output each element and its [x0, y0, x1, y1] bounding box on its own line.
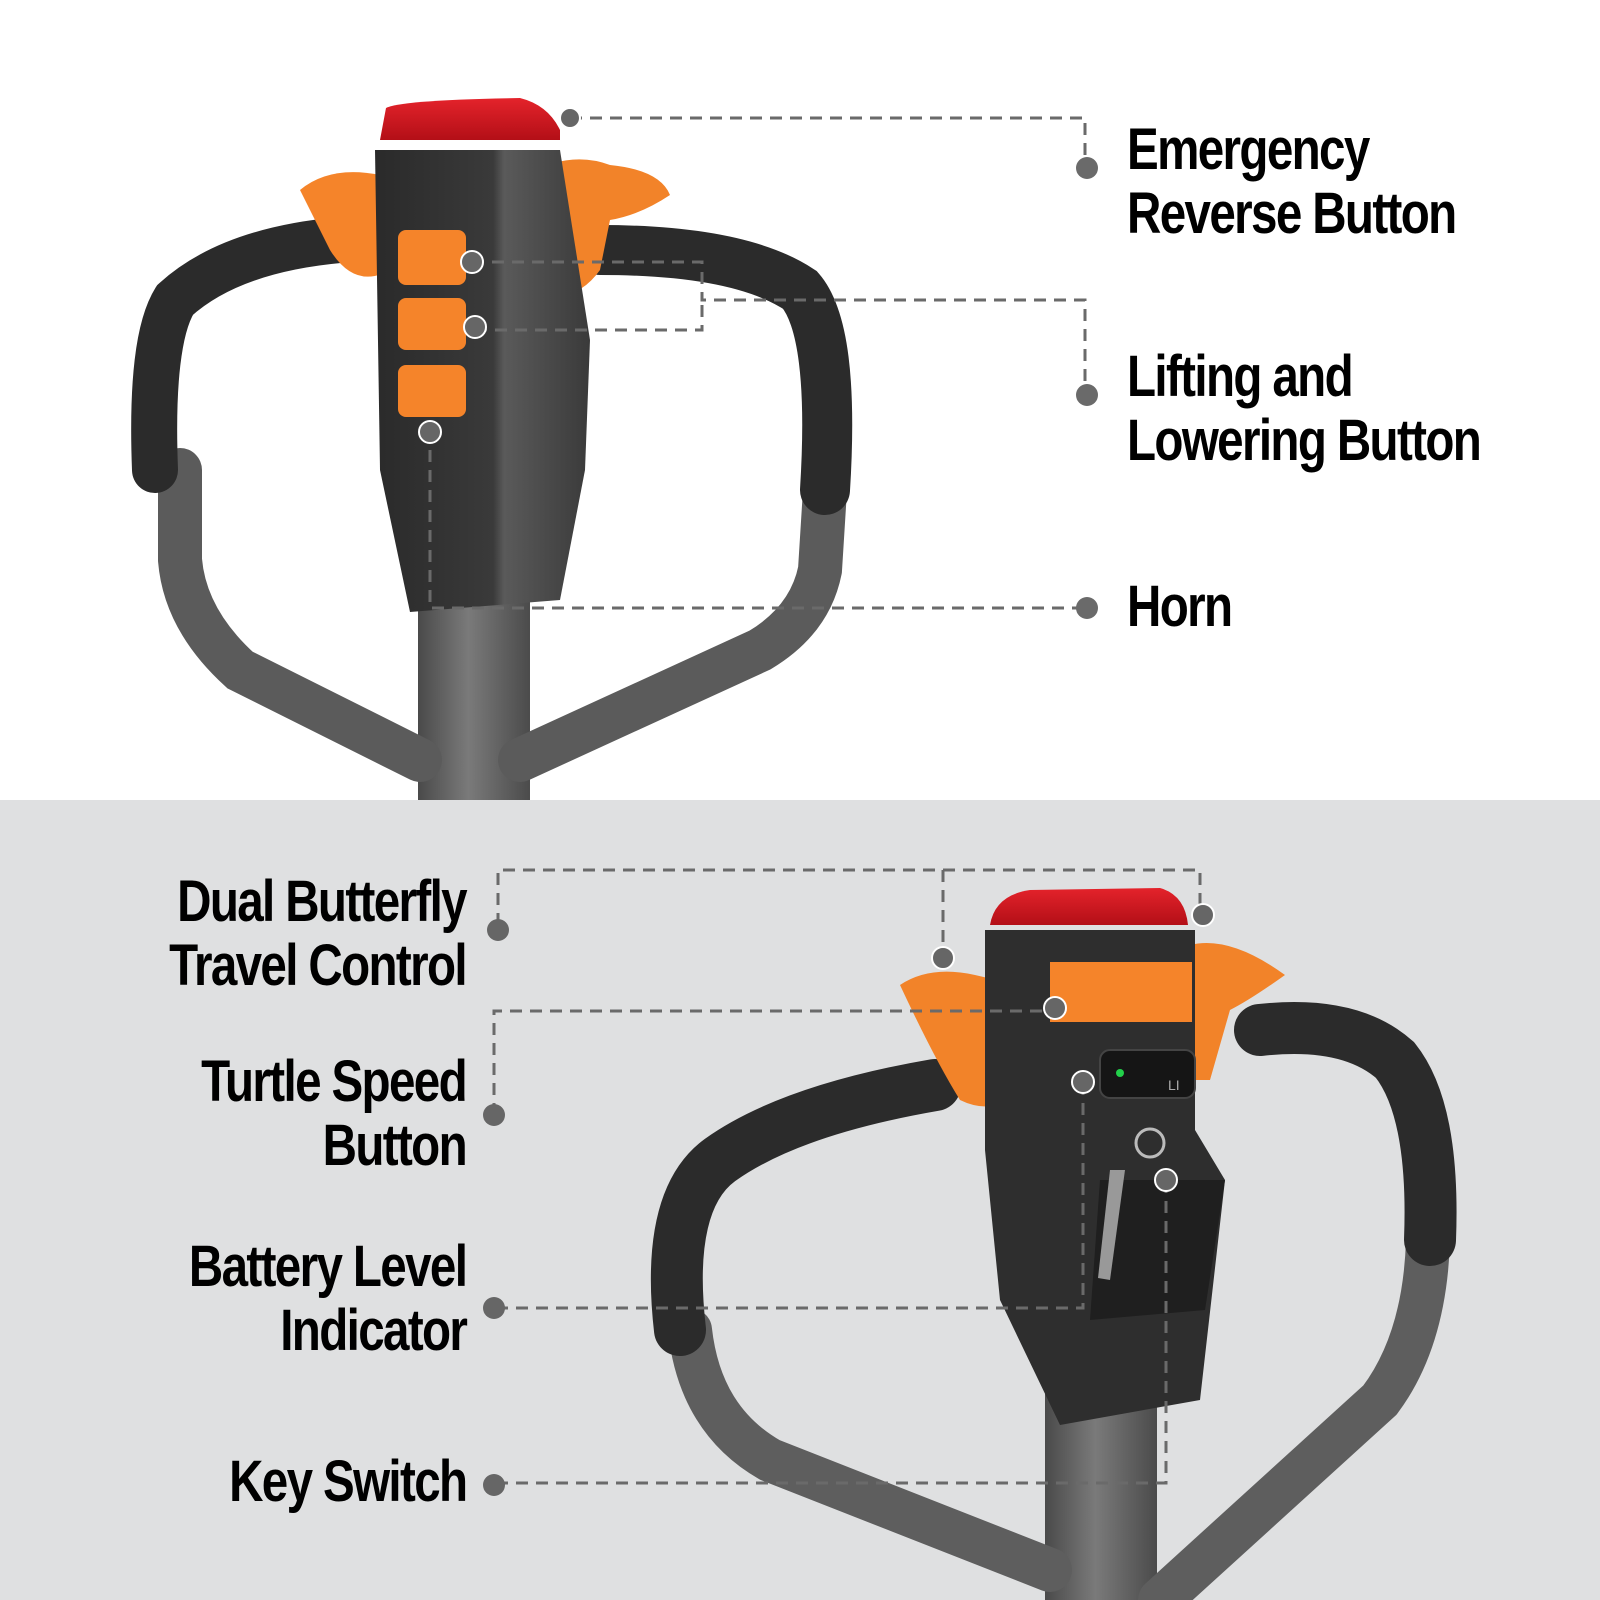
callout-horn: Horn [1127, 574, 1233, 639]
dot-turtle-speed [483, 1104, 505, 1126]
callout-line: Battery Level [188, 1234, 468, 1299]
bottom-handle: LI [650, 888, 1457, 1600]
callout-lifting-lowering-button: Lifting and Lowering Button [1127, 344, 1482, 473]
callout-battery-level-indicator: Battery Level Indicator [188, 1234, 468, 1363]
emergency-reverse-button-bottom[interactable] [990, 888, 1188, 925]
callout-line: Key Switch [228, 1449, 468, 1514]
top-handle [131, 98, 853, 800]
dot-dual-butterfly [487, 919, 509, 941]
lift-button[interactable] [398, 230, 466, 285]
callout-line: Turtle Speed [201, 1049, 467, 1114]
callout-line: Reverse Button [1127, 181, 1457, 246]
callout-line: Button [322, 1113, 468, 1178]
top-leader-lines [428, 116, 1087, 610]
battery-display-label: LI [1168, 1077, 1180, 1093]
callout-emergency-reverse-button: Emergency Reverse Button [1127, 117, 1457, 246]
dot-battery-level [483, 1297, 505, 1319]
emergency-reverse-button[interactable] [380, 98, 560, 140]
lower-button[interactable] [398, 298, 466, 350]
bottom-leader-lines [492, 868, 1202, 1485]
key-switch[interactable] [1134, 1127, 1166, 1159]
dot-key-switch [483, 1474, 505, 1496]
horn-button[interactable] [398, 365, 466, 417]
callout-key-switch: Key Switch [228, 1449, 468, 1514]
callout-line: Dual Butterfly [177, 869, 467, 934]
dot-emergency-anchor [559, 107, 581, 129]
battery-led [1116, 1069, 1124, 1077]
callout-line: Lowering Button [1127, 408, 1482, 473]
callout-line: Emergency [1127, 117, 1370, 182]
key-icon [1098, 1170, 1125, 1280]
callout-line: Indicator [279, 1298, 468, 1363]
callout-line: Lifting and [1127, 344, 1354, 409]
turtle-speed-button[interactable] [1050, 962, 1192, 1022]
callout-dual-butterfly-travel-control: Dual Butterfly Travel Control [169, 869, 467, 998]
top-leader-dots [418, 107, 581, 444]
callout-line: Travel Control [169, 933, 467, 998]
callout-turtle-speed-button: Turtle Speed Button [201, 1049, 468, 1178]
battery-level-display [1099, 1049, 1196, 1099]
callout-line: Horn [1127, 574, 1233, 639]
